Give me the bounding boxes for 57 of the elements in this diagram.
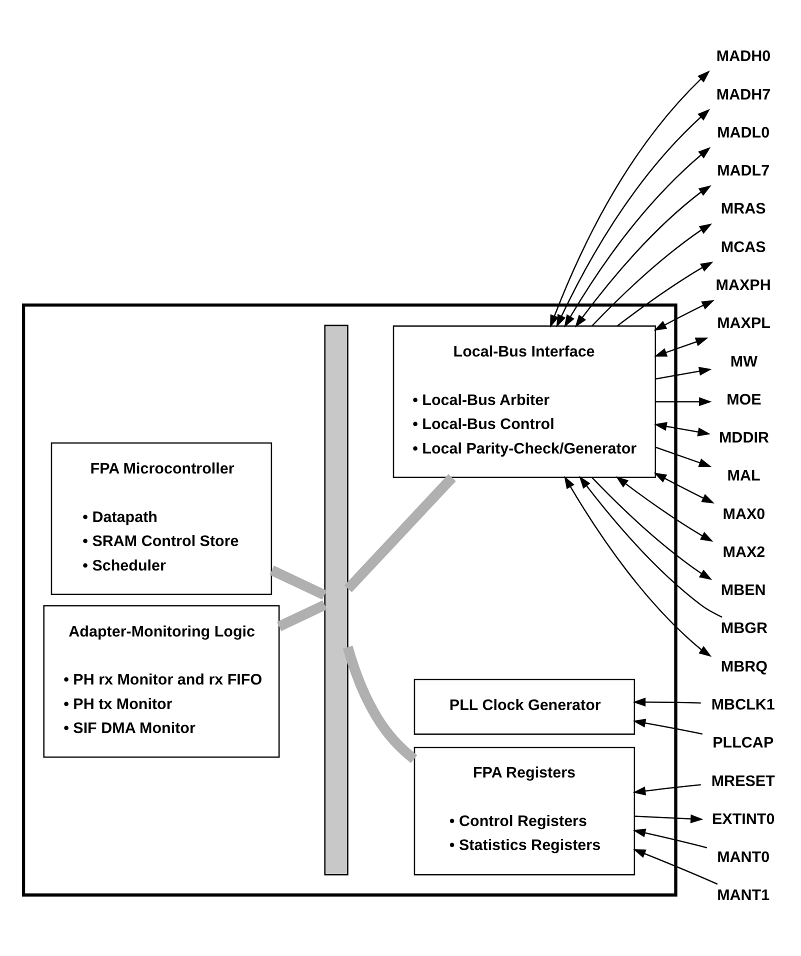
arrow — [654, 472, 714, 504]
node-text: MRESET — [711, 772, 775, 790]
arrow — [654, 422, 710, 436]
arrow — [656, 446, 712, 467]
node-box: Adapter-Monitoring Logic • PH rx Monitor and rx FIFO • PH tx Monitor • SIF DMA Monitor — [43, 605, 280, 758]
node-text: MRAS — [720, 200, 766, 218]
arrow — [632, 698, 701, 707]
node-text: MADH0 — [716, 48, 771, 66]
arrow — [656, 366, 712, 380]
node-text: EXTINT0 — [712, 810, 775, 828]
node-text: MCAS — [720, 238, 766, 256]
arrow — [632, 848, 718, 885]
node-text: MANT0 — [717, 849, 770, 866]
node-text: MAXPH — [716, 276, 771, 294]
arrow — [556, 108, 710, 328]
arrow — [550, 70, 710, 328]
node-bar — [324, 324, 348, 876]
cluster — [22, 304, 678, 897]
connector — [344, 474, 456, 592]
arrow — [592, 224, 712, 326]
arrow — [564, 476, 712, 657]
node-text: MBCLK1 — [711, 696, 775, 714]
node-text: MBGR — [720, 620, 768, 638]
arrow — [592, 477, 712, 580]
node-box: FPA Registers • Control Registers • Statistics Registers — [414, 746, 636, 876]
node-text: MAX0 — [722, 506, 766, 523]
node-text: MADH7 — [716, 86, 771, 104]
arrow — [574, 185, 712, 328]
arrow — [634, 814, 704, 824]
node-text: MOE — [726, 391, 762, 408]
node-box: FPA Microcontroller • Datapath • SRAM Control Store • Scheduler — [50, 442, 272, 595]
arrow — [656, 397, 712, 406]
arrow — [632, 784, 701, 796]
arrow — [564, 146, 711, 328]
arrow — [632, 718, 703, 735]
connector — [270, 566, 327, 600]
node-text: MAX2 — [722, 544, 766, 561]
node-text: MADL0 — [717, 124, 770, 142]
arrow — [632, 828, 708, 848]
node-text: MBRQ — [720, 658, 768, 676]
node-text: MDDIR — [718, 430, 769, 447]
node-text: PLLCAP — [712, 734, 774, 752]
arrow — [654, 338, 708, 357]
arrow — [654, 300, 714, 331]
arrow — [579, 476, 722, 618]
arrow — [616, 476, 714, 542]
node-text: MBEN — [720, 582, 766, 600]
node-box: PLL Clock Generator — [414, 678, 636, 735]
arrow — [616, 262, 714, 326]
node-text: MW — [730, 353, 758, 370]
node-box: Local-Bus Interface • Local-Bus Arbiter • Local-Bus Control • Local Parity-Check/Generator — [392, 325, 656, 478]
node-text: MAL — [727, 468, 760, 485]
connector — [342, 646, 418, 764]
node-text: MADL7 — [717, 162, 770, 180]
connector — [276, 600, 327, 632]
node-text: MAXPL — [717, 315, 770, 332]
node-text: MANT1 — [717, 887, 770, 904]
